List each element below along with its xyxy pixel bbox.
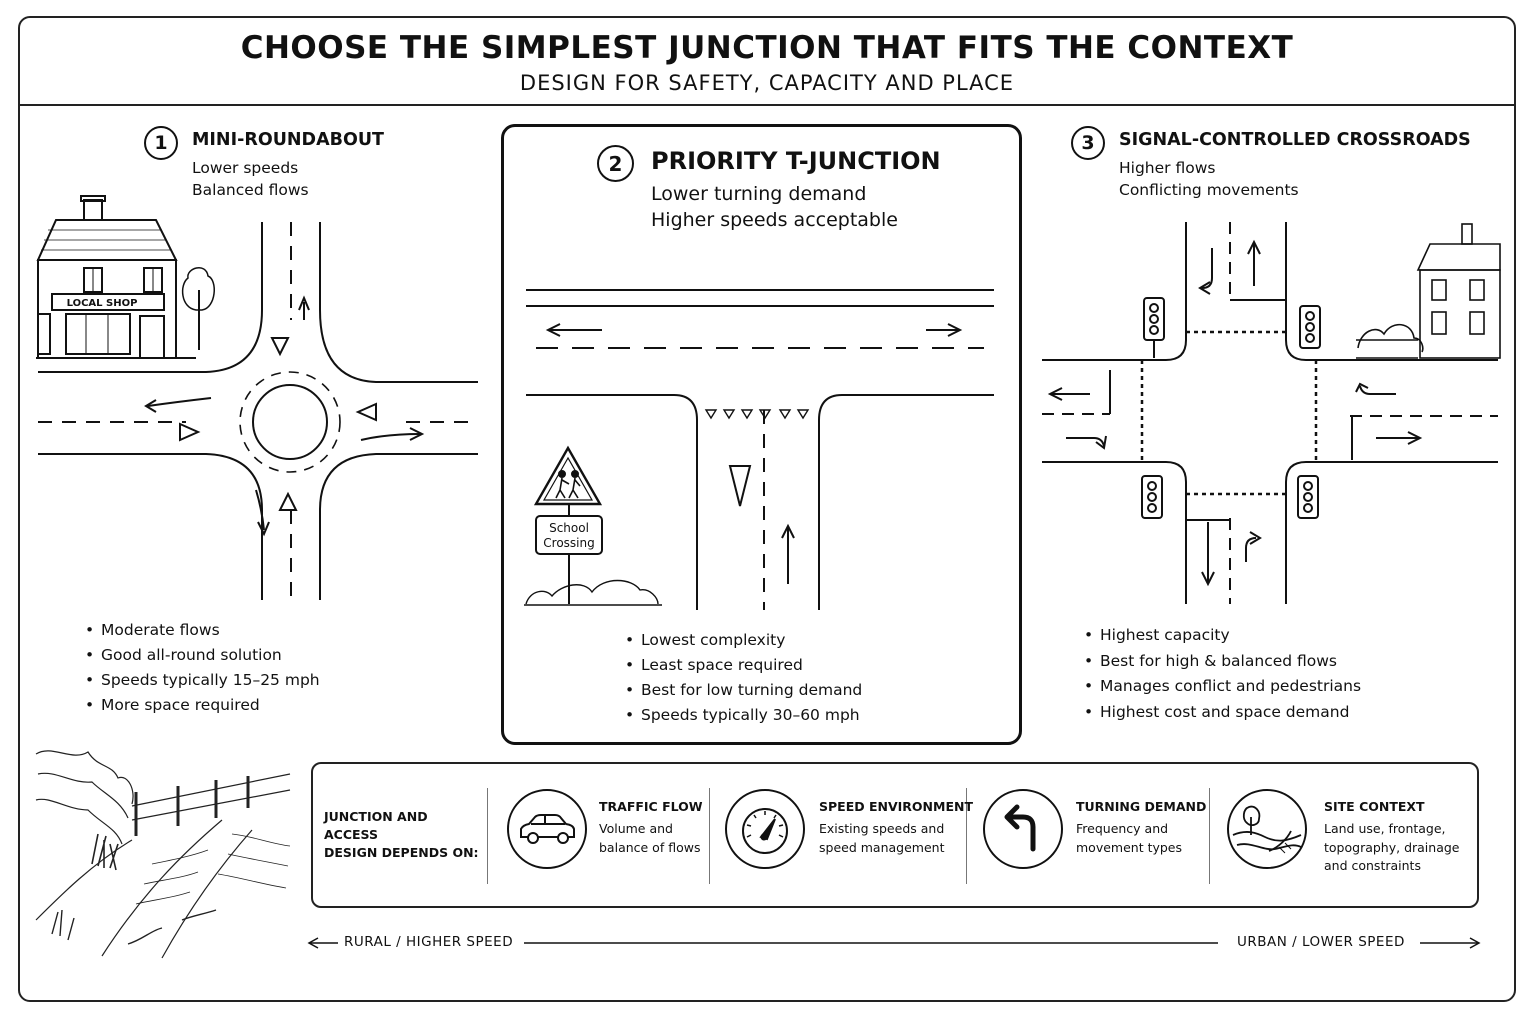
- factor-desc-line: movement types: [1076, 839, 1183, 855]
- header-divider: [18, 104, 1516, 106]
- option-2-subtitle-1: Lower turning demand: [651, 183, 867, 205]
- factor-desc-line: Volume and: [599, 821, 673, 836]
- bullet: Highest capacity: [1084, 623, 1361, 649]
- option-1-bullets: Moderate flows Good all-round solution S…: [85, 618, 320, 718]
- factors-lead-text: JUNCTION AND ACCESS DESIGN DEPENDS ON:: [324, 808, 484, 862]
- option-2-bullets: Lowest complexity Least space required B…: [625, 628, 862, 728]
- shop-sign-text: LOCAL SHOP: [67, 298, 138, 309]
- factor-title-site-context: SITE CONTEXT: [1324, 799, 1425, 814]
- factor-divider: [966, 788, 967, 884]
- bullet: Best for high & balanced flows: [1084, 649, 1361, 675]
- factor-desc-line: speed management: [819, 839, 945, 855]
- traffic-signal-icon: [1299, 305, 1321, 349]
- crossroads-diagram: [1042, 222, 1501, 604]
- factor-desc-line: topography, drainage: [1324, 839, 1460, 855]
- factor-desc-line: Frequency and: [1076, 821, 1169, 836]
- factor-desc-traffic-flow: Volume and balance of flows: [599, 820, 700, 857]
- option-1-number: 1: [144, 126, 178, 160]
- factor-divider: [1209, 788, 1210, 884]
- option-3-number: 3: [1071, 126, 1105, 160]
- factor-desc-line: and constraints: [1324, 858, 1421, 873]
- t-junction-diagram: School Crossing: [524, 289, 994, 610]
- bullet: Speeds typically 30–60 mph: [625, 703, 862, 728]
- bullet: Good all-round solution: [85, 643, 320, 668]
- bullet: Least space required: [625, 653, 862, 678]
- traffic-signal-icon: [1141, 475, 1163, 519]
- factor-desc-site-context: Land use, frontage, topography, drainage…: [1324, 820, 1459, 876]
- roundabout-diagram: LOCAL SHOP: [36, 195, 478, 600]
- option-1-subtitle-2: Balanced flows: [192, 181, 309, 199]
- factor-desc-turning-demand: Frequency and movement types: [1076, 820, 1182, 857]
- rural-urban-scale-line: [307, 937, 1481, 949]
- speedometer-icon: [725, 789, 805, 869]
- bullet: Manages conflict and pedestrians: [1084, 674, 1361, 700]
- sign-text-line-1: School: [549, 521, 589, 535]
- car-icon: [507, 789, 587, 869]
- factor-desc-line: Existing speeds and: [819, 821, 945, 836]
- factor-title-traffic-flow: TRAFFIC FLOW: [599, 799, 703, 814]
- factors-lead-line-2: DESIGN DEPENDS ON:: [324, 845, 479, 860]
- bullet: Speeds typically 15–25 mph: [85, 668, 320, 693]
- factors-lead-line-1: JUNCTION AND ACCESS: [324, 809, 428, 842]
- traffic-signal-icon: [1297, 475, 1319, 519]
- option-3-title: SIGNAL-CONTROLLED CROSSROADS: [1119, 130, 1471, 150]
- poster-frame: [18, 16, 1516, 1002]
- local-shop-illustration: [36, 195, 215, 359]
- factor-desc-line: Land use, frontage,: [1324, 821, 1446, 836]
- landscape-icon: [1227, 789, 1307, 869]
- option-2-title: PRIORITY T-JUNCTION: [651, 147, 941, 175]
- option-1-title: MINI-ROUNDABOUT: [192, 130, 384, 150]
- option-1-subtitle-1: Lower speeds: [192, 159, 299, 177]
- school-crossing-sign: [524, 445, 662, 606]
- page-subtitle: DESIGN FOR SAFETY, CAPACITY AND PLACE: [519, 71, 1015, 95]
- factor-desc-speed-environment: Existing speeds and speed management: [819, 820, 944, 857]
- scale-left-label: RURAL / HIGHER SPEED: [344, 934, 514, 950]
- option-3-subtitle-2: Conflicting movements: [1119, 181, 1299, 199]
- option-2-number: 2: [597, 145, 634, 182]
- scale-right-label: URBAN / LOWER SPEED: [1237, 934, 1405, 950]
- traffic-signal-icon: [1143, 297, 1165, 358]
- sign-text-line-2: Crossing: [543, 536, 594, 550]
- factor-divider: [709, 788, 710, 884]
- turn-arrow-icon: [983, 789, 1063, 869]
- bullet: Highest cost and space demand: [1084, 700, 1361, 726]
- factor-desc-line: balance of flows: [599, 839, 701, 855]
- option-3-bullets: Highest capacity Best for high & balance…: [1084, 623, 1361, 725]
- bullet: Moderate flows: [85, 618, 320, 643]
- factor-title-turning-demand: TURNING DEMAND: [1076, 799, 1207, 814]
- design-factors-panel: [311, 762, 1479, 908]
- factor-title-speed-environment: SPEED ENVIRONMENT: [819, 799, 973, 814]
- option-2-subtitle-2: Higher speeds acceptable: [651, 209, 898, 231]
- bullet: Best for low turning demand: [625, 678, 862, 703]
- house-illustration: [1356, 223, 1501, 359]
- rural-landscape-illustration: [35, 750, 291, 959]
- bullet: More space required: [85, 693, 320, 718]
- factor-divider: [487, 788, 488, 884]
- bullet: Lowest complexity: [625, 628, 862, 653]
- page-title: CHOOSE THE SIMPLEST JUNCTION THAT FITS T…: [240, 30, 1294, 66]
- option-3-subtitle-1: Higher flows: [1119, 159, 1216, 177]
- recommended-option-card: [501, 124, 1022, 745]
